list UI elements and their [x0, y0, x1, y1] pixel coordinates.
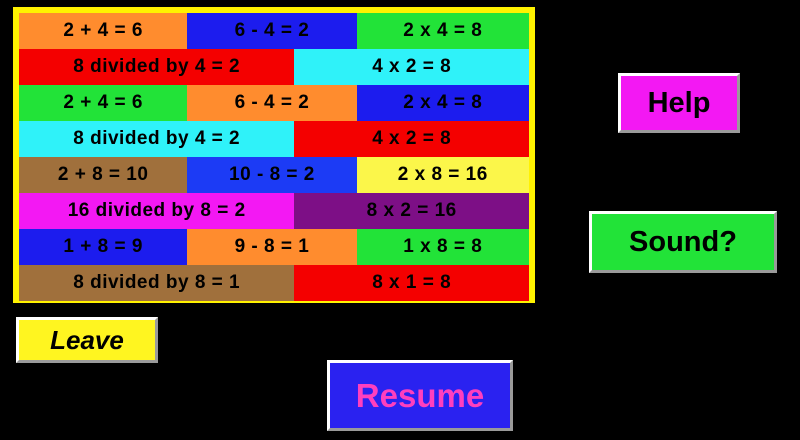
fact-cell[interactable]: 1 x 8 = 8	[356, 229, 529, 265]
fact-cell[interactable]: 2 x 4 = 8	[356, 13, 529, 49]
fact-cell[interactable]: 9 - 8 = 1	[187, 229, 357, 265]
fact-cell[interactable]: 16 divided by 8 = 2	[19, 193, 295, 229]
fact-cell[interactable]: 10 - 8 = 2	[187, 157, 357, 193]
fact-cell[interactable]: 2 + 4 = 6	[19, 13, 188, 49]
fact-cell[interactable]: 6 - 4 = 2	[187, 13, 357, 49]
fact-cell[interactable]: 2 + 8 = 10	[19, 157, 188, 193]
help-button[interactable]: Help	[618, 73, 740, 133]
fact-cell[interactable]: 8 divided by 4 = 2	[19, 49, 295, 85]
fact-cell[interactable]: 8 x 1 = 8	[294, 265, 529, 301]
fact-cell[interactable]: 2 + 4 = 6	[19, 85, 188, 121]
fact-cell[interactable]: 6 - 4 = 2	[187, 85, 357, 121]
fact-cell[interactable]: 2 x 8 = 16	[356, 157, 529, 193]
sound-toggle-button[interactable]: Sound?	[589, 211, 777, 273]
leave-button[interactable]: Leave	[16, 317, 158, 363]
fact-cell[interactable]: 8 x 2 = 16	[294, 193, 529, 229]
fact-cell[interactable]: 1 + 8 = 9	[19, 229, 188, 265]
fact-cell[interactable]: 8 divided by 4 = 2	[19, 121, 295, 157]
fact-cell[interactable]: 2 x 4 = 8	[356, 85, 529, 121]
resume-button[interactable]: Resume	[327, 360, 513, 431]
fact-cell[interactable]: 8 divided by 8 = 1	[19, 265, 295, 301]
fact-cell[interactable]: 4 x 2 = 8	[294, 49, 529, 85]
fact-cell[interactable]: 4 x 2 = 8	[294, 121, 529, 157]
